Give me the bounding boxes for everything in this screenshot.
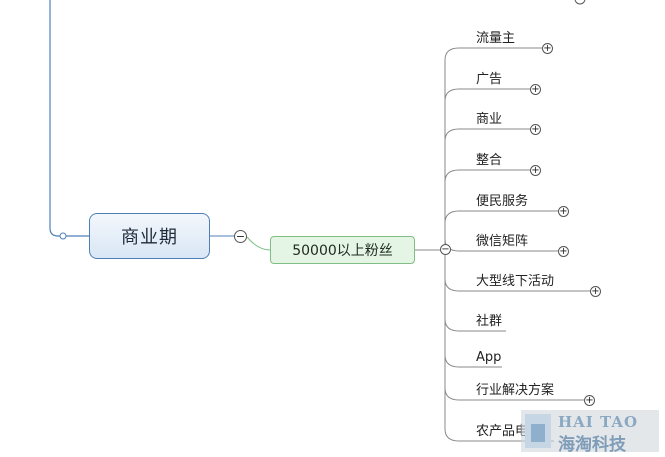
expand-toggle[interactable]: + [542, 43, 553, 54]
leaf-connector [444, 250, 554, 442]
leaf-connector [444, 250, 590, 401]
watermark-logo: HAI TAO 海淘科技 [521, 410, 659, 455]
leaf-topic[interactable]: 大型线下活动 [476, 274, 555, 289]
expand-toggle[interactable]: + [558, 246, 569, 257]
leaf-connector [444, 88, 536, 250]
expand-toggle[interactable]: + [590, 286, 601, 297]
left-anchor [59, 232, 67, 240]
leaf-connector [444, 47, 548, 250]
sub-topic-label: 50000以上粉丝 [292, 243, 393, 259]
leaf-connector [444, 210, 564, 250]
expand-toggle[interactable]: + [584, 395, 595, 406]
sub-collapse-toggle[interactable]: − [440, 244, 451, 255]
leaf-topic[interactable]: 流量主 [476, 31, 516, 46]
watermark-cn: 海淘科技 [558, 435, 626, 455]
leaf-topic[interactable]: 便民服务 [476, 194, 529, 209]
main-sub-connector [246, 236, 271, 251]
watermark-mark [525, 414, 551, 448]
expand-toggle[interactable]: + [530, 124, 541, 135]
leaf-connector [444, 128, 536, 250]
left-connector [49, 0, 62, 237]
leaf-topic[interactable]: 社群 [476, 314, 503, 329]
leaf-topic[interactable]: 广告 [476, 72, 503, 87]
expand-toggle[interactable]: + [558, 206, 569, 217]
sub-topic-node[interactable]: 50000以上粉丝 [270, 236, 415, 264]
partial-toggle [574, 0, 586, 5]
watermark-en: HAI TAO [558, 413, 639, 431]
leaf-topic[interactable]: 微信矩阵 [476, 234, 529, 249]
leaf-topic[interactable]: App [476, 350, 502, 365]
leaf-connector [444, 169, 536, 250]
leaf-topic[interactable]: 行业解决方案 [476, 383, 555, 398]
main-topic-label: 商业期 [121, 227, 178, 248]
expand-toggle[interactable]: + [530, 165, 541, 176]
leaf-topic[interactable]: 商业 [476, 112, 503, 127]
main-topic-node[interactable]: 商业期 [89, 213, 210, 259]
main-collapse-toggle[interactable]: − [234, 230, 247, 243]
leaf-topic[interactable]: 整合 [476, 153, 503, 168]
expand-toggle[interactable]: + [530, 84, 541, 95]
